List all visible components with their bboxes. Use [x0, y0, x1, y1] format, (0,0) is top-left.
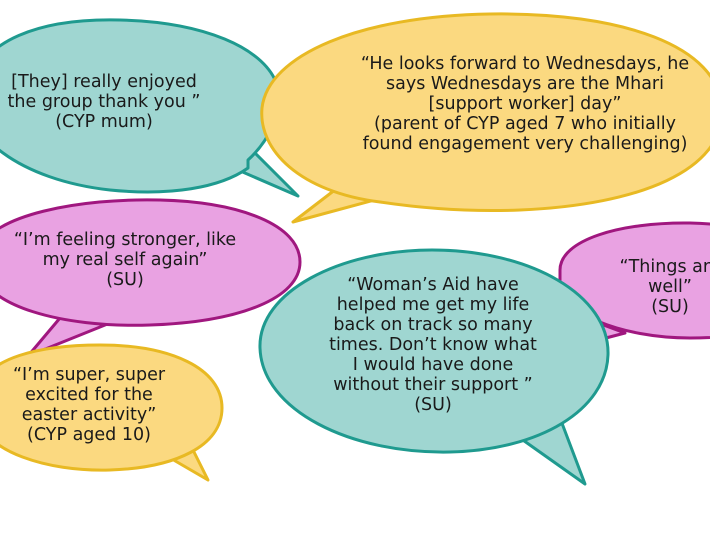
- quote-line: “Woman’s Aid have: [347, 275, 519, 295]
- quote-line: helped me get my life: [336, 294, 530, 315]
- quote-line: easter activity”: [21, 404, 157, 425]
- quote-line: “I’m super, super: [12, 365, 166, 385]
- quote-line: well”: [648, 276, 692, 297]
- quote-line: found engagement very challenging): [362, 133, 688, 154]
- quote-line: (SU): [414, 394, 452, 415]
- quote-line: (SU): [651, 296, 689, 317]
- quote-line: [They] really enjoyed: [11, 72, 197, 92]
- quote-line: (parent of CYP aged 7 who initially: [374, 113, 676, 134]
- quote-easter: “I’m super, super excited for the easter…: [0, 365, 182, 446]
- bubble-womans-aid: [258, 248, 610, 454]
- quote-line: without their support ”: [333, 374, 533, 395]
- quote-line: my real self again”: [42, 249, 208, 270]
- quote-line: (CYP mum): [55, 111, 153, 132]
- quote-stronger: “I’m feeling stronger, like my real self…: [0, 230, 260, 291]
- bubble-things-well: [558, 221, 710, 340]
- quote-line: times. Don’t know what: [329, 334, 537, 355]
- quote-line: “Things are: [619, 257, 710, 277]
- quote-line: excited for the: [25, 384, 153, 405]
- bubble-easter: [0, 343, 224, 472]
- quote-line: (SU): [106, 269, 144, 290]
- quote-line: I would have done: [352, 354, 514, 375]
- quote-things-well: “Things are well” (SU): [590, 257, 710, 318]
- quote-line: (CYP aged 10): [27, 424, 151, 445]
- quote-line: “I’m feeling stronger, like: [13, 230, 237, 250]
- quote-line: the group thank you ”: [7, 91, 201, 112]
- bubble-wednesdays: [260, 12, 710, 213]
- bubble-stronger: [0, 198, 302, 327]
- quote-womans-aid: “Woman’s Aid have helped me get my life …: [310, 275, 556, 416]
- quote-wednesdays: “He looks forward to Wednesdays, he says…: [330, 54, 710, 155]
- quote-line: says Wednesdays are the Mhari: [386, 73, 664, 94]
- quote-cyp-mum: [They] really enjoyed the group thank yo…: [0, 72, 220, 133]
- quote-line: back on track so many: [333, 314, 533, 335]
- quote-line: “He looks forward to Wednesdays, he: [360, 54, 690, 74]
- quote-line: [support worker] day”: [428, 93, 622, 114]
